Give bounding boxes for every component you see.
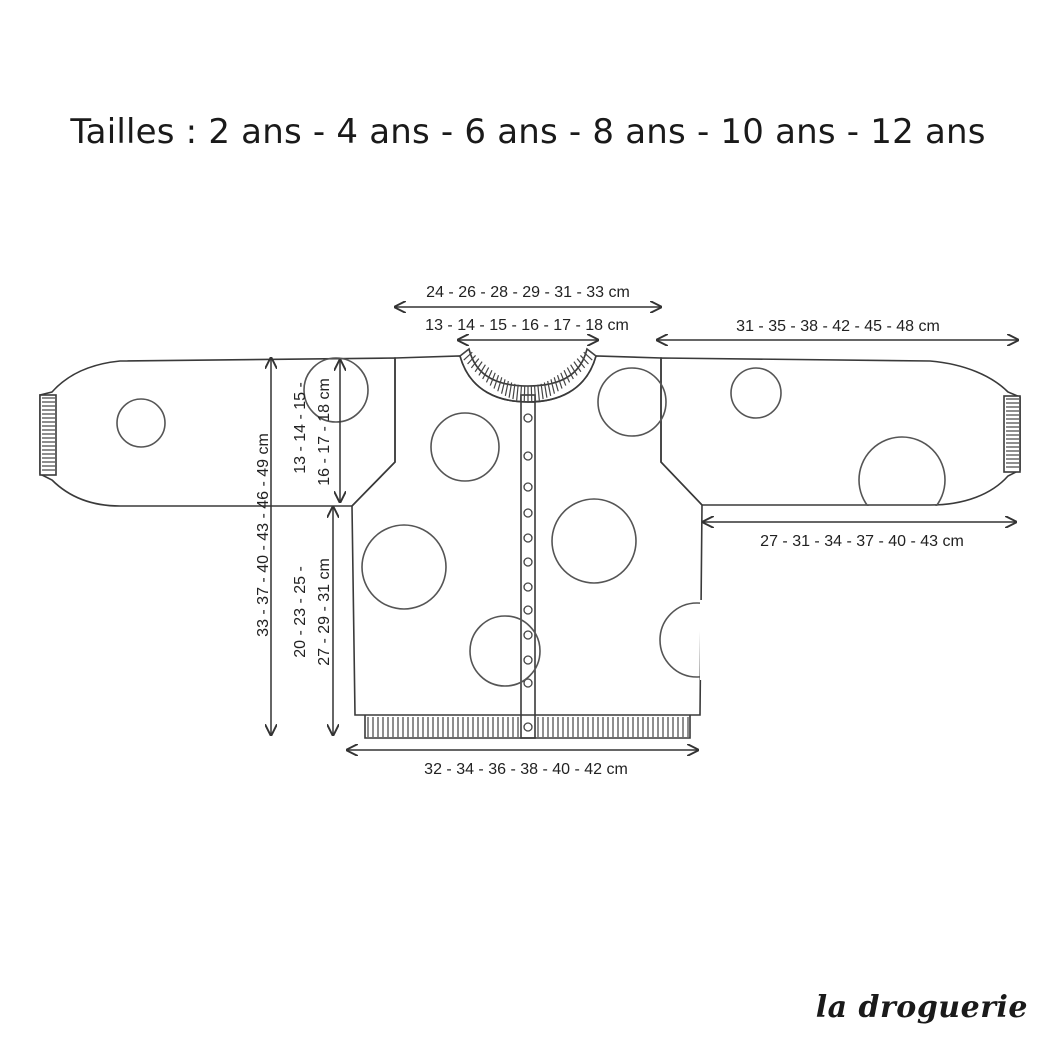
rib-stripe [474, 361, 483, 373]
rib-stripe [560, 372, 567, 386]
button-icon [523, 722, 533, 732]
polka-dots [116, 357, 946, 687]
dot-right-sleeve-upper [730, 367, 782, 419]
dot-body-upper-right [597, 367, 667, 437]
dot-body-upper-left [430, 412, 500, 482]
rib-stripe [508, 382, 513, 398]
rib-stripe [493, 374, 500, 389]
button-icon [523, 533, 533, 543]
rib-stripe [530, 385, 533, 402]
label-shoulder-width: 24 - 26 - 28 - 29 - 31 - 33 cm [426, 284, 630, 301]
rib-stripe [550, 379, 556, 394]
rib-stripe [576, 358, 586, 369]
button-icon [523, 582, 533, 592]
rib-stripe [556, 374, 563, 389]
button-icon [523, 508, 533, 518]
buttons [523, 413, 533, 732]
rib-stripe [470, 358, 480, 369]
button-icon [523, 678, 533, 688]
rib-stripe [540, 383, 544, 400]
rib-stripe [570, 364, 578, 376]
label-armhole-line2: 16 - 17 - 18 cm [316, 378, 333, 486]
label-sleeve-bottom: 27 - 31 - 34 - 37 - 40 - 43 cm [760, 533, 964, 550]
rib-stripe [580, 355, 589, 365]
dot-body-lower-left [361, 524, 447, 610]
rib-stripe [573, 361, 582, 373]
rib-stripe [459, 348, 470, 357]
rib-stripe [497, 377, 503, 392]
rib-stripe [519, 385, 523, 402]
dot-body-right [551, 498, 637, 584]
button-icon [523, 605, 533, 615]
rib-stripe [485, 369, 493, 383]
label-neck-width: 13 - 14 - 15 - 16 - 17 - 18 cm [425, 317, 629, 334]
button-icon [523, 655, 533, 665]
rib-stripe [482, 367, 490, 380]
rib-stripe [533, 385, 537, 402]
button-icon [523, 482, 533, 492]
dot-left-shoulder [303, 357, 369, 423]
dot-body-bottom [469, 615, 541, 687]
label-sleeve-top: 31 - 35 - 38 - 42 - 45 - 48 cm [736, 318, 940, 335]
rib-stripe [553, 377, 559, 392]
rib-stripe [463, 351, 473, 361]
dot-left-sleeve [116, 398, 166, 448]
rib-stripe [489, 372, 496, 386]
left-cuff [39, 394, 57, 476]
dimension-lines [271, 307, 1018, 750]
label-total-length: 33 - 37 - 40 - 43 - 46 - 49 cm [255, 433, 272, 637]
label-body-length-line1: 20 - 23 - 25 - [292, 566, 309, 658]
rib-stripe [583, 351, 593, 361]
button-icon [523, 557, 533, 567]
rib-stripe [478, 364, 486, 376]
rib-stripe [563, 369, 571, 383]
brand-logo: la droguerie [815, 990, 1028, 1025]
right-sleeve [660, 357, 1021, 506]
rib-stripe [537, 384, 540, 401]
button-icon [523, 630, 533, 640]
label-bottom-width: 32 - 34 - 36 - 38 - 40 - 42 cm [424, 761, 628, 778]
button-icon [523, 451, 533, 461]
left-sleeve [39, 357, 396, 507]
sizes-title: Tailles : 2 ans - 4 ans - 6 ans - 8 ans … [70, 112, 986, 152]
ribbing-stripes [42, 348, 1019, 737]
rib-stripe [566, 367, 574, 380]
rib-stripe [586, 348, 597, 357]
rib-stripe [512, 383, 516, 400]
rib-stripe [467, 355, 476, 365]
rib-stripe [523, 385, 526, 402]
label-armhole-line1: 13 - 14 - 15 - [292, 382, 309, 474]
rib-stripe [543, 382, 548, 398]
rib-stripe [516, 384, 519, 401]
rib-stripe [504, 380, 509, 396]
rib-stripe [500, 379, 506, 394]
label-body-length-line2: 27 - 29 - 31 cm [316, 558, 333, 666]
rib-stripe [547, 380, 552, 396]
button-icon [523, 413, 533, 423]
